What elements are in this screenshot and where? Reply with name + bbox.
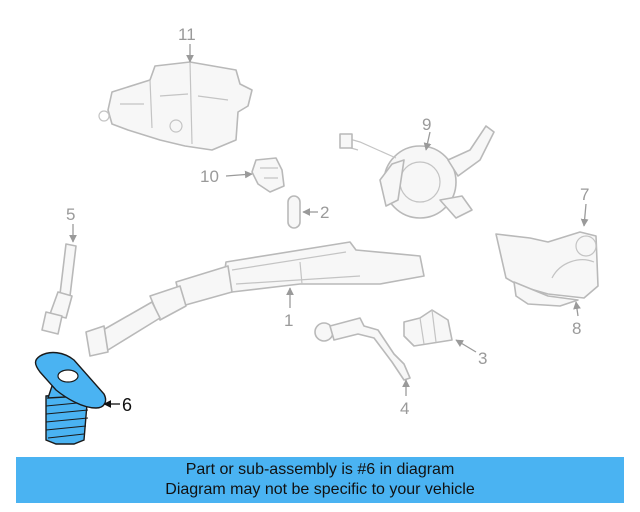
callout-9: 9 bbox=[422, 115, 431, 134]
part-9-clockspring[interactable] bbox=[339, 125, 495, 219]
callout-2: 2 bbox=[320, 203, 329, 222]
callout-8: 8 bbox=[572, 319, 581, 338]
part-10-switch[interactable] bbox=[251, 157, 285, 193]
part-11-control-module[interactable] bbox=[98, 61, 253, 151]
info-banner: Part or sub-assembly is #6 in diagram Di… bbox=[16, 457, 624, 503]
callout-11: 11 bbox=[178, 25, 196, 44]
callout-6: 6 bbox=[122, 395, 132, 415]
callout-5: 5 bbox=[66, 205, 75, 224]
callout-1: 1 bbox=[284, 311, 293, 330]
part-5-intermediate-shaft[interactable] bbox=[41, 243, 77, 335]
callout-7: 7 bbox=[580, 185, 589, 204]
banner-line-2: Diagram may not be specific to your vehi… bbox=[165, 481, 475, 498]
part-6-column-boot[interactable] bbox=[34, 351, 107, 445]
part-1-steering-column[interactable] bbox=[85, 241, 425, 357]
part-2-pin[interactable] bbox=[287, 195, 301, 229]
part-4-tilt-lever[interactable] bbox=[314, 317, 411, 381]
callout-4: 4 bbox=[400, 399, 409, 418]
part-7-column-shroud[interactable] bbox=[495, 231, 599, 299]
callout-10: 10 bbox=[200, 167, 219, 186]
parts-diagram: 11 9 10 2 5 1 bbox=[34, 25, 599, 445]
callout-3: 3 bbox=[478, 349, 487, 368]
part-8-lower-shroud[interactable] bbox=[513, 281, 579, 307]
banner-line-1: Part or sub-assembly is #6 in diagram bbox=[185, 461, 455, 478]
part-3-bracket[interactable] bbox=[403, 309, 453, 347]
